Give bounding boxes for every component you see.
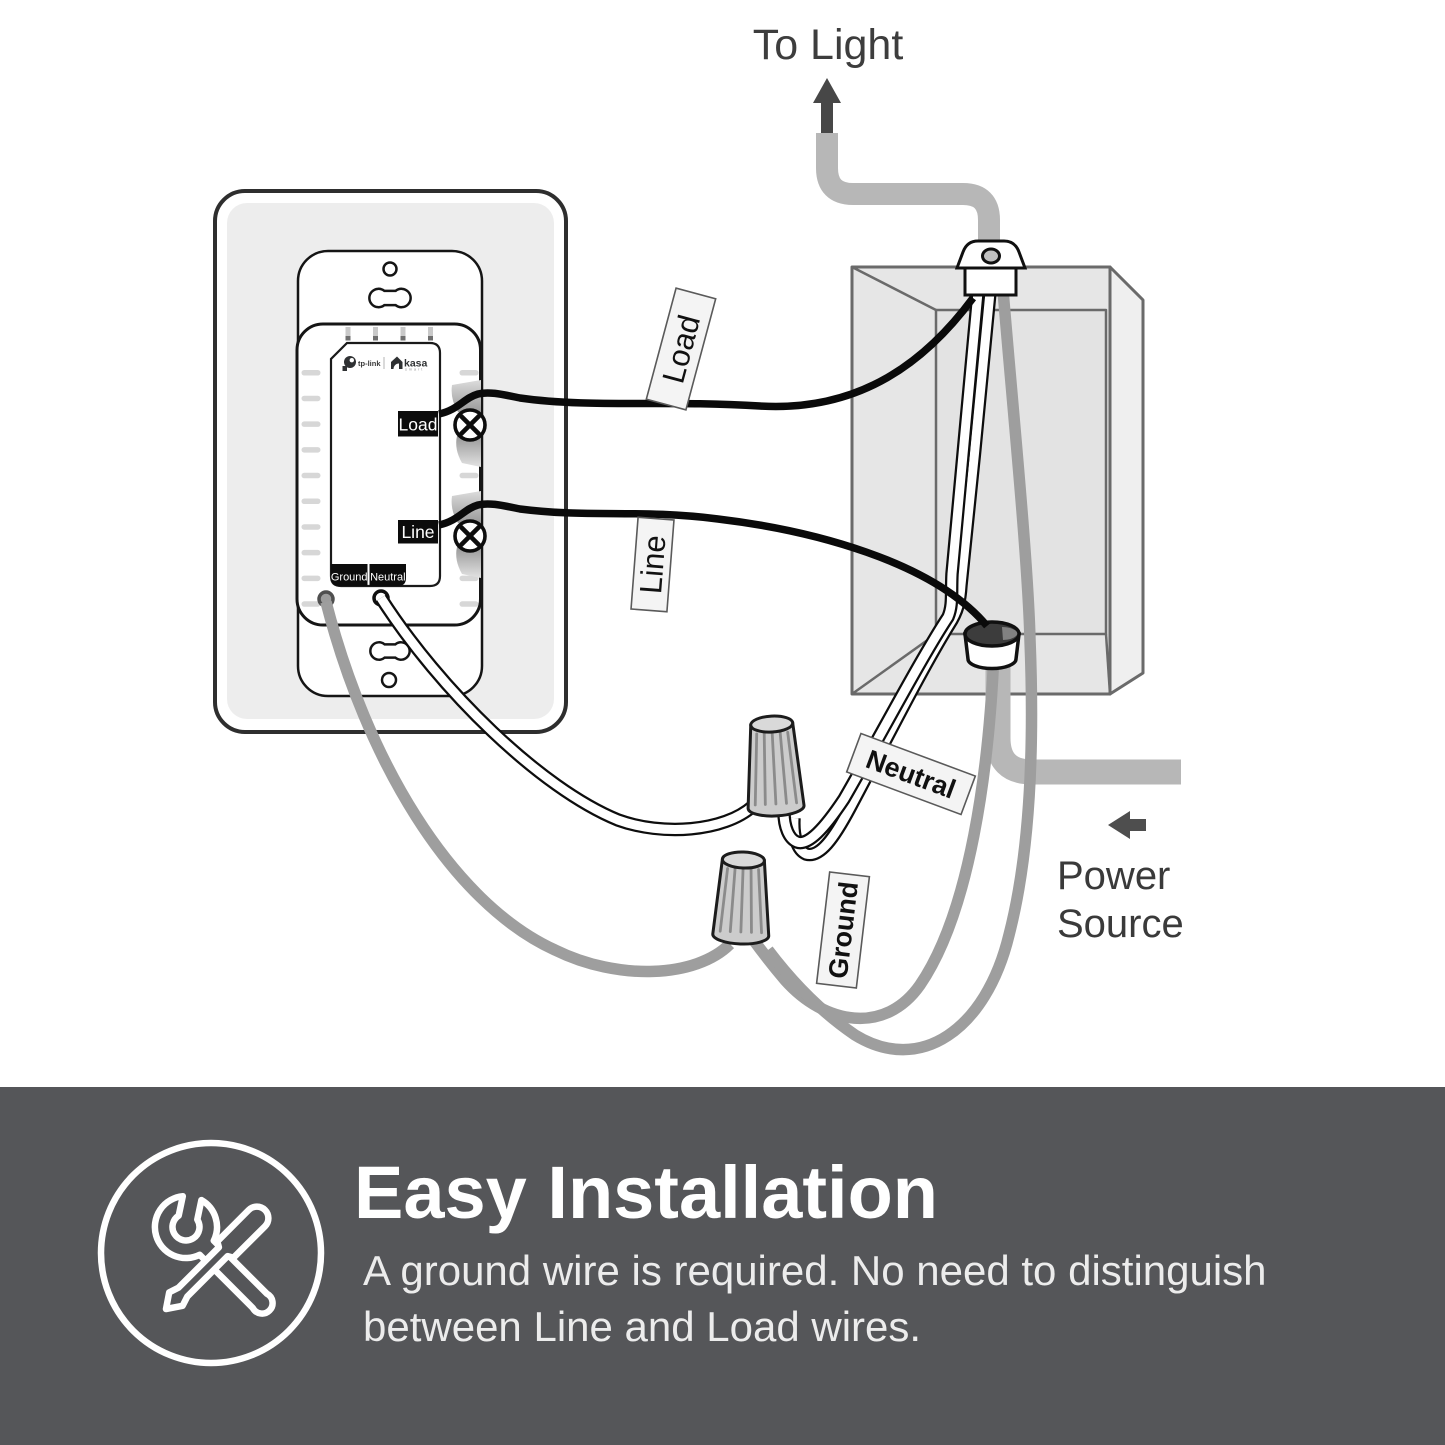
svg-text:Line: Line xyxy=(633,534,672,595)
svg-text:between Line and Load wires.: between Line and Load wires. xyxy=(363,1303,921,1350)
svg-text:smart: smart xyxy=(405,367,424,372)
svg-text:Easy Installation: Easy Installation xyxy=(354,1151,938,1234)
svg-text:Ground: Ground xyxy=(331,572,368,584)
svg-text:Power: Power xyxy=(1057,854,1170,898)
svg-text:Load: Load xyxy=(399,415,438,435)
svg-text:Source: Source xyxy=(1057,902,1184,946)
svg-text:tp-link: tp-link xyxy=(358,359,381,368)
svg-text:To Light: To Light xyxy=(753,21,904,69)
svg-text:Line: Line xyxy=(401,522,434,542)
svg-text:kasa: kasa xyxy=(404,358,428,370)
svg-text:A ground wire is required. No: A ground wire is required. No need to di… xyxy=(363,1247,1267,1294)
svg-text:Neutral: Neutral xyxy=(370,572,405,584)
